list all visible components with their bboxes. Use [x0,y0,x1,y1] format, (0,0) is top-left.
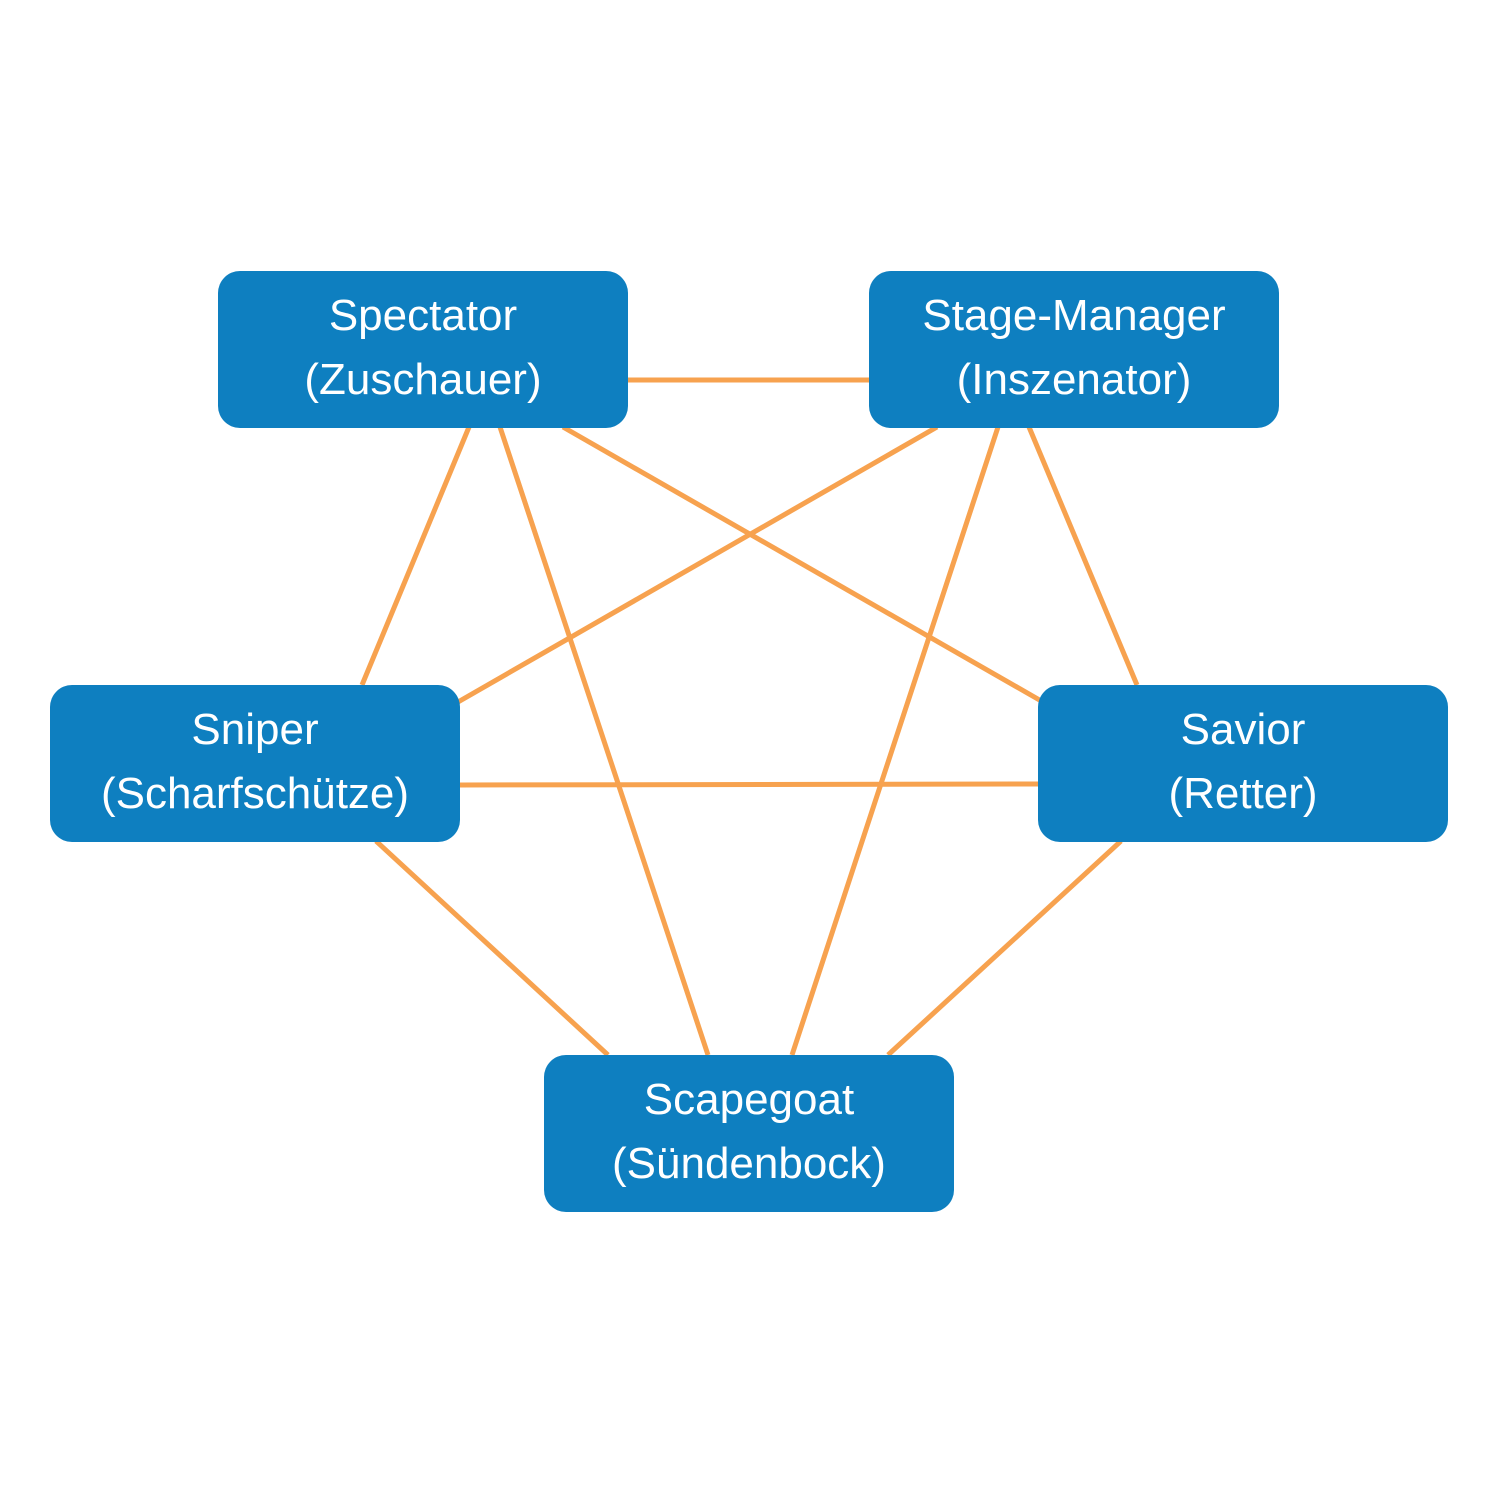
node-sniper: Sniper (Scharfschütze) [50,685,460,842]
node-stage-manager: Stage-Manager (Inszenator) [869,271,1279,428]
edge-stagemanager-savior [1026,426,1140,686]
edge-sniper-scapegoat [374,839,610,1057]
node-savior-german: (Retter) [1168,768,1318,818]
node-scapegoat: Scapegoat (Sündenbock) [544,1055,954,1212]
node-scapegoat-german: (Sündenbock) [612,1138,886,1188]
node-savior: Savior (Retter) [1038,685,1448,842]
edge-spectator-sniper [359,426,472,686]
node-stage-manager-german: (Inszenator) [956,354,1192,404]
edge-spectator-savior [561,424,1045,705]
edge-sniper-savior [459,781,1039,788]
node-sniper-german: (Scharfschütze) [100,768,410,818]
node-stage-manager-role: Stage-Manager [922,290,1226,340]
node-spectator: Spectator (Zuschauer) [218,271,628,428]
edge-savior-scapegoat [886,839,1123,1057]
edge-stagemanager-sniper [456,424,939,705]
node-spectator-german: (Zuschauer) [304,354,542,404]
node-spectator-role: Spectator [328,290,518,340]
node-scapegoat-role: Scapegoat [643,1074,855,1124]
edge-stagemanager-scapegoat [789,426,1001,1056]
node-sniper-role: Sniper [191,704,319,754]
edge-spectator-scapegoat [497,426,711,1056]
node-savior-role: Savior [1180,704,1306,754]
